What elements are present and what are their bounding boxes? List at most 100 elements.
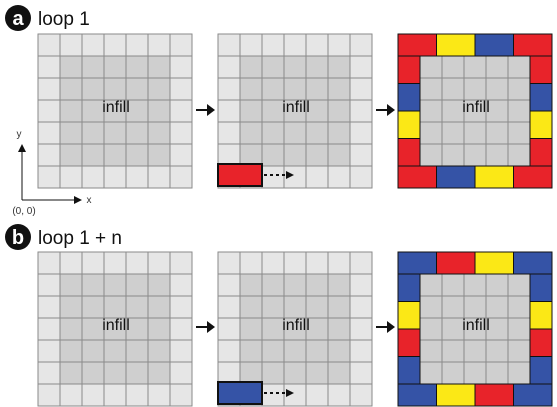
grid-cell — [349, 383, 373, 407]
grid-cell — [485, 143, 509, 167]
grid-cell — [125, 361, 149, 385]
grid-cell — [125, 339, 149, 363]
grid-cell — [217, 33, 241, 57]
grid-cell — [349, 55, 373, 79]
grid-cell — [349, 251, 373, 275]
grid-cell — [59, 99, 83, 123]
grid-cell — [327, 361, 351, 385]
grid-cell — [169, 361, 193, 385]
grid-cell — [147, 361, 171, 385]
grid-cell — [441, 143, 465, 167]
grid-cell — [485, 77, 509, 101]
grid-cell — [147, 165, 171, 189]
grid-cell — [239, 361, 263, 385]
grid-cell — [147, 77, 171, 101]
grid-cell — [327, 295, 351, 319]
grid-cell — [103, 121, 127, 145]
grid-cell — [217, 361, 241, 385]
grid-cell — [103, 295, 127, 319]
grid-cell — [349, 99, 373, 123]
grid-cell — [419, 99, 443, 123]
frame-tile-left — [397, 138, 421, 167]
grid-cell — [261, 165, 285, 189]
grid-cell — [463, 77, 487, 101]
grid-panels — [37, 33, 553, 407]
grid-cell — [261, 251, 285, 275]
frame-tile-right — [529, 110, 553, 139]
y-axis-label: y — [17, 129, 22, 140]
grid-cell — [103, 361, 127, 385]
grid-cell — [147, 99, 171, 123]
grid-cell — [261, 33, 285, 57]
grid-cell — [261, 361, 285, 385]
grid-cell — [441, 77, 465, 101]
grid-cell — [485, 295, 509, 319]
frame-tile-top — [474, 33, 514, 57]
grid-cell — [125, 121, 149, 145]
frame-tile-bottom — [474, 383, 514, 407]
grid-cell — [169, 251, 193, 275]
grid-cell — [125, 165, 149, 189]
grid-cell — [507, 55, 531, 79]
grid-cell — [485, 121, 509, 145]
arrow-icon — [376, 321, 395, 333]
grid-cell — [463, 339, 487, 363]
grid-cell — [349, 317, 373, 341]
grid-cell — [283, 55, 307, 79]
grid-cell — [147, 33, 171, 57]
frame-tile-top — [513, 251, 553, 275]
grid-cell — [261, 55, 285, 79]
grid-cell — [261, 317, 285, 341]
grid-cell — [507, 273, 531, 297]
grid-cell — [37, 383, 61, 407]
grid-cell — [261, 77, 285, 101]
frame-tile-left — [397, 301, 421, 330]
frame-tile-bottom — [397, 383, 437, 407]
grid-cell — [327, 143, 351, 167]
grid-cell — [419, 143, 443, 167]
grid-cell — [239, 143, 263, 167]
grid-cell — [283, 143, 307, 167]
grid-cell — [169, 77, 193, 101]
grid-cell — [305, 55, 329, 79]
frame-tile-top — [474, 251, 514, 275]
badge-a — [5, 5, 31, 31]
grid-cell — [283, 339, 307, 363]
grid-cell — [441, 55, 465, 79]
grid-cell — [305, 33, 329, 57]
grid-cell — [507, 339, 531, 363]
start-tile-b — [217, 381, 294, 405]
grid-cell — [81, 383, 105, 407]
grid-cell — [507, 295, 531, 319]
grid-cell — [305, 165, 329, 189]
grid-cell — [239, 55, 263, 79]
grid-cell — [507, 77, 531, 101]
grid-cell — [169, 383, 193, 407]
grid-cell — [239, 33, 263, 57]
grid-cell — [261, 273, 285, 297]
grid-cell — [147, 55, 171, 79]
grid-cell — [81, 33, 105, 57]
grid-cell — [261, 295, 285, 319]
grid-cell — [283, 295, 307, 319]
grid-cell — [59, 77, 83, 101]
grid-cell — [37, 339, 61, 363]
grid-cell — [103, 55, 127, 79]
grid-cell — [147, 317, 171, 341]
grid-cell — [327, 317, 351, 341]
frame-tile-left — [397, 110, 421, 139]
grid-cell — [125, 295, 149, 319]
grid-cell — [125, 251, 149, 275]
grid-cell — [37, 361, 61, 385]
grid-cell — [125, 143, 149, 167]
grid-cell — [125, 273, 149, 297]
frame-tile-right — [529, 273, 553, 302]
grid-cell — [507, 361, 531, 385]
grid-cell — [169, 99, 193, 123]
grid-cell — [37, 121, 61, 145]
frame-tile-bottom — [436, 383, 476, 407]
grid-cell — [59, 143, 83, 167]
grid-cell — [261, 143, 285, 167]
grid-cell — [305, 339, 329, 363]
infill-label-b1: infill — [102, 317, 130, 334]
